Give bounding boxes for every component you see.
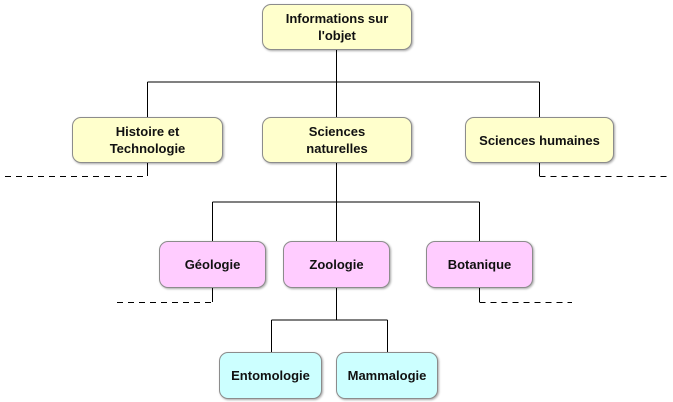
node-botanique: Botanique [426,241,533,288]
node-sciences-humaines: Sciences humaines [465,117,614,163]
node-histoire-et-technologie: Histoire et Technologie [72,117,223,163]
node-sciences-naturelles: Sciences naturelles [262,117,412,163]
node-geologie: Géologie [159,241,266,288]
node-zoologie: Zoologie [283,241,390,288]
node-informations-sur-l-objet: Informations sur l'objet [262,4,412,50]
node-entomologie: Entomologie [219,352,322,399]
node-mammalogie: Mammalogie [336,352,438,399]
